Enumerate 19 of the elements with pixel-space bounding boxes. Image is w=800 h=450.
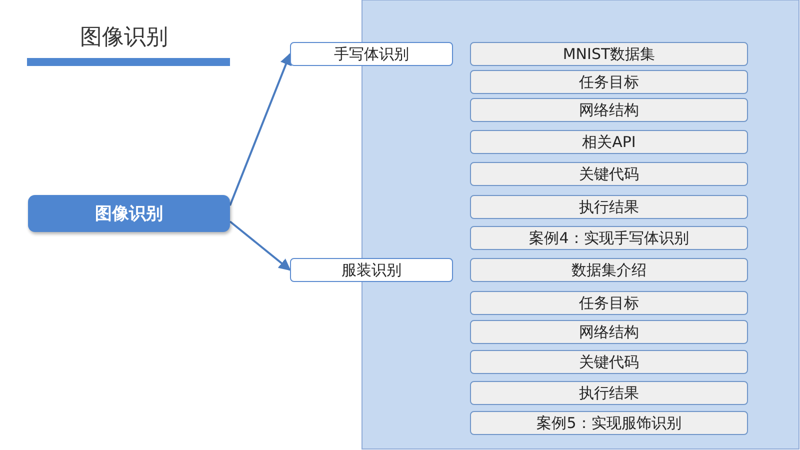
slide-title: 图像识别 [80,24,168,52]
arrow [229,220,291,271]
list-item-box: 案例4：实现手写体识别 [470,226,748,250]
list-item-box: 任务目标 [470,70,748,94]
list-item-box: 网络结构 [470,320,748,344]
list-item-box: 执行结果 [470,195,748,219]
list-item-box: 关键代码 [470,350,748,374]
arrow [229,52,292,206]
list-item-box: 网络结构 [470,98,748,122]
branch-box: 手写体识别 [290,42,453,66]
list-item-box: 任务目标 [470,291,748,315]
list-item-box: 相关API [470,130,748,154]
branch-box: 服装识别 [290,258,453,282]
list-item-box: 案例5：实现服饰识别 [470,411,748,435]
list-item-box: 关键代码 [470,162,748,186]
list-item-box: 执行结果 [470,381,748,405]
list-item-box: MNIST数据集 [470,42,748,66]
list-item-box: 数据集介绍 [470,258,748,282]
topic-box: 图像识别 [28,195,230,232]
